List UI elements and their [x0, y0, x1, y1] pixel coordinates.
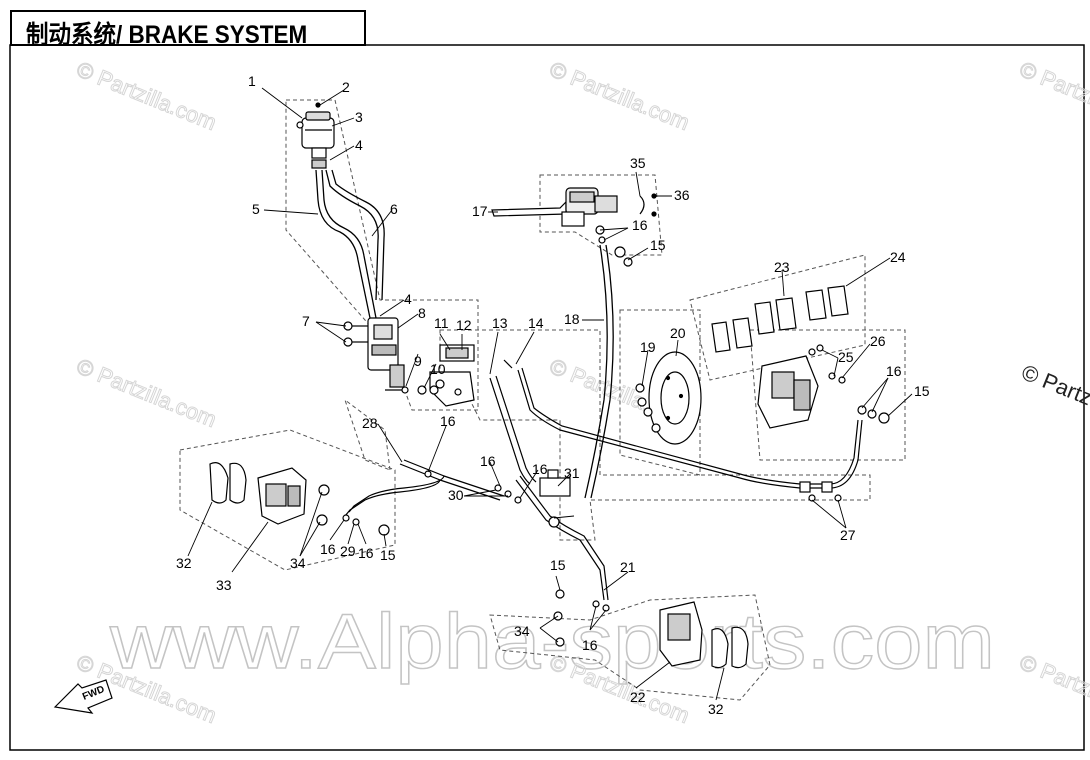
front-master-cylinder: [491, 187, 657, 267]
callout-34a: 34: [290, 555, 306, 571]
callout-16e: 16: [532, 461, 548, 477]
callout-11: 11: [434, 315, 449, 331]
callout-16g: 16: [358, 545, 374, 561]
watermark-2: © Partzilla.com: [546, 56, 693, 135]
bottom-caliper: [553, 589, 703, 667]
callout-2: 2: [342, 79, 350, 95]
callout-23: 23: [774, 259, 790, 275]
front-brake-hose: [584, 244, 614, 499]
group-outlines: [179, 99, 906, 701]
callout-19: 19: [640, 339, 656, 355]
callout-8: 8: [418, 305, 426, 321]
rear-reservoir: [296, 102, 335, 169]
rear-master-cylinder: [343, 317, 475, 407]
reservoir-hoses: [315, 169, 385, 319]
left-brake-pads: [209, 462, 247, 504]
callout-16c: 16: [440, 413, 456, 429]
callout-30: 30: [448, 487, 464, 503]
callout-24: 24: [890, 249, 906, 265]
callouts: 1 2 3 4 4 5 6 7 8 9 10 11 12 13 14 15 15…: [176, 73, 930, 717]
callout-34b: 34: [514, 623, 530, 639]
callout-22: 22: [630, 689, 646, 705]
callout-4b: 4: [404, 291, 412, 307]
callout-16f: 16: [320, 541, 336, 557]
callout-16d: 16: [480, 453, 496, 469]
callout-27: 27: [840, 527, 856, 543]
brake-disc: [635, 351, 702, 445]
callout-25: 25: [838, 349, 854, 365]
callout-29: 29: [340, 543, 356, 559]
callout-36: 36: [674, 187, 690, 203]
right-brake-pads: [711, 285, 849, 353]
watermark-3: © Partzilla.com: [1016, 56, 1090, 135]
callout-17: 17: [472, 203, 488, 219]
callout-12: 12: [456, 317, 472, 333]
watermark-8: © Partzilla.com: [1016, 649, 1090, 728]
callout-16a: 16: [632, 217, 648, 233]
right-caliper: [757, 344, 846, 429]
callout-15c: 15: [380, 547, 396, 563]
leader-lines: [187, 87, 913, 701]
callout-13: 13: [492, 315, 508, 331]
center-brake-lines: [489, 359, 609, 601]
callout-18: 18: [564, 311, 580, 327]
watermark-1: © Partzilla.com: [73, 56, 220, 135]
fwd-arrow: FWD: [53, 679, 113, 714]
callout-15b: 15: [914, 383, 930, 399]
bottom-brake-pads: [711, 626, 749, 669]
callout-1: 1: [248, 73, 256, 89]
callout-28: 28: [362, 415, 378, 431]
left-caliper: [257, 467, 390, 536]
callout-26: 26: [870, 333, 886, 349]
callout-33: 33: [216, 577, 232, 593]
callout-32b: 32: [708, 701, 724, 717]
callout-10: 10: [430, 361, 446, 377]
right-fittings: [857, 405, 890, 424]
callout-4a: 4: [355, 137, 363, 153]
callout-15d: 15: [550, 557, 566, 573]
callout-20: 20: [670, 325, 686, 341]
callout-16h: 16: [582, 637, 598, 653]
callout-9: 9: [414, 353, 422, 369]
callout-21: 21: [620, 559, 636, 575]
large-watermark: www.Alpha-sports.com: [109, 597, 995, 685]
callout-16b: 16: [886, 363, 902, 379]
callout-3: 3: [355, 109, 363, 125]
callout-32a: 32: [176, 555, 192, 571]
callout-31: 31: [564, 465, 580, 481]
callout-35: 35: [630, 155, 646, 171]
callout-6: 6: [390, 201, 398, 217]
diagram-frame: [9, 44, 1085, 751]
watermark-4: © Partzilla.com: [73, 353, 220, 432]
front-brake-line-right: [517, 367, 863, 502]
left-brake-line: [344, 459, 505, 517]
side-watermark: © Partz: [1018, 359, 1090, 410]
callout-7: 7: [302, 313, 310, 329]
callout-15a: 15: [650, 237, 666, 253]
callout-14: 14: [528, 315, 544, 331]
callout-5: 5: [252, 201, 260, 217]
